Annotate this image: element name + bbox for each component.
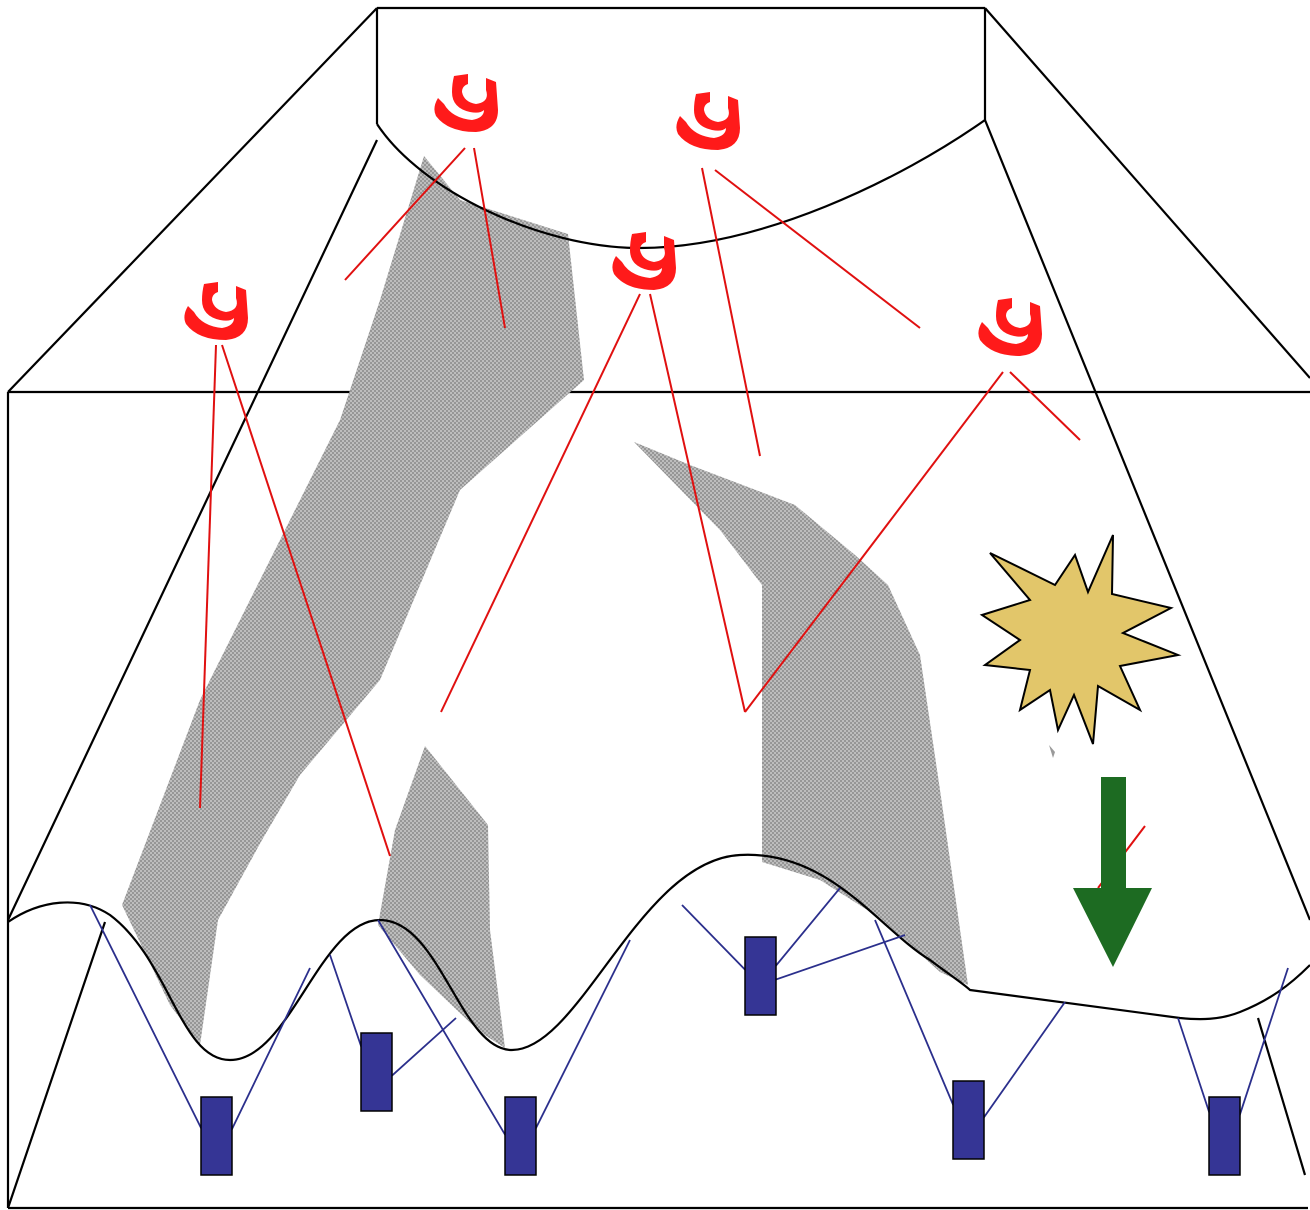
receiver-block-icon — [360, 1032, 393, 1112]
undulating-horizon — [7, 853, 1310, 1062]
ray — [1009, 371, 1081, 441]
ray — [714, 169, 921, 329]
section-boundaries — [6, 119, 1310, 1209]
ray — [221, 344, 391, 857]
lower-left-edge — [6, 921, 107, 1209]
hook-source-icon — [978, 298, 1042, 356]
starburst-explosion-icon — [979, 534, 1182, 745]
ray — [701, 167, 761, 457]
fault-zone-right — [634, 442, 968, 985]
inner-left-edge — [7, 139, 378, 921]
ray — [344, 147, 466, 281]
receiver-block-icon — [200, 1096, 233, 1176]
receiver-block-icon — [504, 1096, 537, 1176]
sources — [184, 74, 1042, 356]
hook-source-icon — [676, 92, 740, 150]
fault-zone-center — [378, 746, 505, 1048]
receiver-block-icon — [744, 936, 777, 1016]
receiver-block-icon — [952, 1080, 985, 1160]
fault-zone-left — [122, 156, 584, 1045]
ray — [199, 344, 217, 809]
ray — [744, 371, 1004, 713]
ray — [473, 147, 506, 329]
ray — [759, 934, 906, 986]
block-outline — [6, 6, 1310, 1210]
inner-right-edge — [983, 119, 1310, 921]
hook-source-icon — [184, 282, 248, 340]
fault-zone-speck — [1049, 745, 1055, 758]
ray — [440, 293, 641, 713]
lower-right-edge — [1256, 1017, 1307, 1176]
hook-source-icon — [434, 74, 498, 132]
down-arrow-icon — [1073, 777, 1152, 967]
receivers — [200, 936, 1241, 1176]
right-roof-edge — [984, 7, 1310, 379]
hook-source-icon — [612, 232, 676, 290]
ray — [649, 293, 746, 713]
back-curve — [376, 119, 986, 250]
receiver-block-icon — [1208, 1096, 1241, 1176]
left-roof-edge — [7, 7, 378, 393]
fault-zones — [122, 156, 1055, 1048]
